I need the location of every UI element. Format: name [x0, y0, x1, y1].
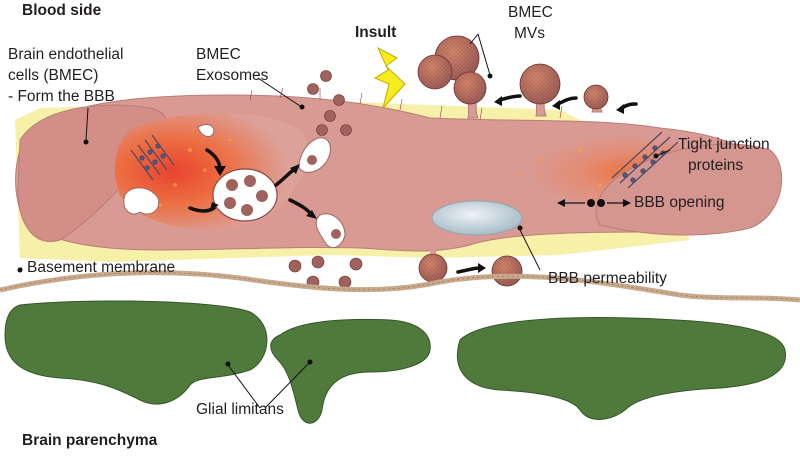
mvs-label-line2: MVs	[514, 25, 545, 42]
tight-junction-left	[130, 134, 175, 181]
right-bmec-cell	[595, 143, 783, 236]
mv-stalk-bottom	[430, 238, 436, 254]
leader-lines	[20, 33, 671, 409]
nucleus	[431, 200, 523, 236]
bbb-opening-label: BBB opening	[634, 194, 725, 211]
arrowheads	[210, 96, 624, 273]
endocytic-pocket	[123, 187, 160, 215]
brain-parenchyma-label: Brain parenchyma	[22, 432, 158, 449]
bmec-label-line3: - Form the BBB	[8, 88, 115, 105]
bbb-opening-marker	[557, 199, 631, 207]
glia-middle	[270, 318, 431, 424]
leader-dots	[17, 73, 659, 367]
tight-junction-label-line2: proteins	[688, 157, 744, 174]
multivesicular-body	[212, 168, 278, 222]
bbb-permeability-label: BBB permeability	[548, 270, 667, 287]
exosomes-label-line1: BMEC	[196, 46, 241, 63]
bmec-label-line1: Brain endothelial	[8, 46, 124, 63]
insult-label: Insult	[355, 24, 397, 41]
glia-left	[4, 300, 268, 405]
lightning-bolt-icon	[373, 46, 406, 109]
exocytic-pocket-lower	[315, 213, 346, 249]
tight-junction-label-line1: Tight junction	[678, 136, 770, 153]
glia-right	[456, 317, 786, 420]
blood-side-label: Blood side	[22, 2, 102, 19]
surface-hairs	[249, 87, 563, 121]
basement-membrane-label: Basement membrane	[27, 259, 176, 276]
exosomes	[288, 70, 363, 289]
mvs-label-line1: BMEC	[508, 4, 553, 21]
endocytic-pocket-top	[197, 124, 215, 137]
bmec-label-line2: cells (BMEC)	[8, 67, 99, 84]
exosomes-label-line2: Exosomes	[196, 67, 269, 84]
exocytic-pocket-upper	[298, 137, 331, 173]
glial-limitans-label: Glial limitans	[196, 401, 284, 418]
